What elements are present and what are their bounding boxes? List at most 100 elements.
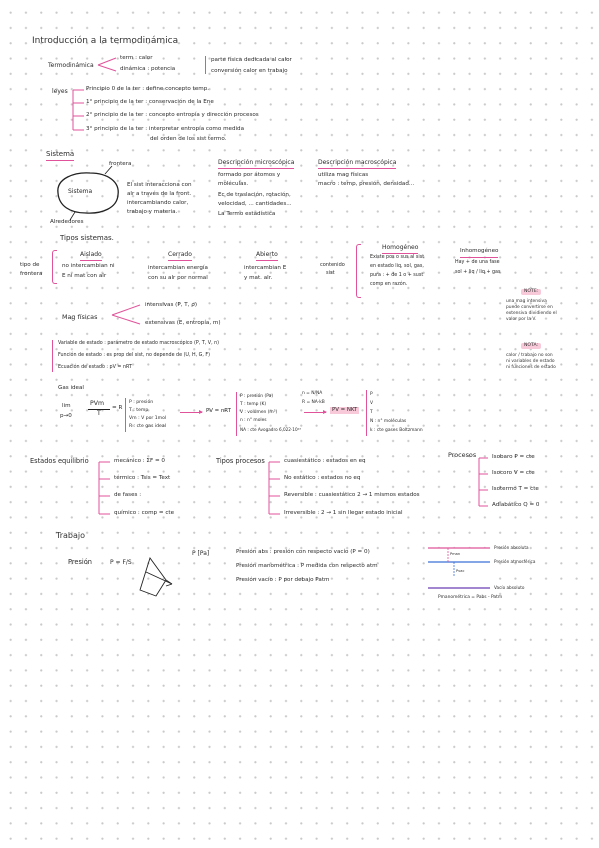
estado-bar [52,340,53,372]
micro-line-3: velocidad, ... cantidades... [218,201,292,207]
mag-intensivas: intensivas (P, T, ρ) [145,302,197,308]
termo-arrows [97,57,117,72]
gas-arrow-1 [180,410,203,414]
procesos-arrows [268,461,280,515]
ley-2: 2° principio de la ter : concepto entrop… [86,112,259,118]
abierto-l2: y mat. alr. [244,275,273,281]
tipos-bracket [52,250,57,284]
termo-top: term : calor [120,55,153,61]
gas-eq2: PV = NKT [330,407,360,414]
homogeneo-line-1: en estado liq, sol, gas, [370,264,424,269]
macro-heading: Descripción macroscópica [318,158,397,169]
proceso-1: No estático : estados no eq [284,475,361,481]
pressure-diagram [428,547,490,598]
presion-formula: P = F/S [110,559,132,566]
ley-3: 3° principio de la ter : interpretar ent… [86,126,245,132]
presion-plate-diagram [139,557,173,597]
sistema-desc-2: intercambiando calor, [127,200,189,206]
ley-1: 1° principio de la ter : conservación de… [86,99,214,105]
macro-line-0: utiliza mag físicas [318,172,369,178]
cerrado-l2: con su alr por normal [148,275,208,281]
gas-var2-4: NA : cte Avogadro 6,022·10²³ [240,427,301,432]
aislado-l2: E ni mat con alr [62,273,107,279]
procesos2-3: Adiabático Q = 0 [492,502,540,508]
gas-var3-4: k : cte gases Boltzmann [370,428,423,433]
gas-var2-3: n : n° moles [240,418,267,423]
gas-var3-0: P [370,392,373,397]
gas-var1-1: T : temp [129,408,149,413]
micro-line-2: Ec de traslación, rotación, [218,192,291,198]
proceso-0: cuasiestático : estados en eq [284,458,366,464]
proceso-2: Reversible : cuasiestático 2 → 1 mismos … [284,492,420,498]
contenido-0: contenido [320,262,345,268]
estado-0: Variable de estado : parámetro de estado… [58,341,220,346]
contenido-bracket [356,244,361,298]
micro-line-4: La Termo estadística [218,211,276,217]
equilibrio-1: térmico : Tsis = Text [114,475,171,481]
cerrado-l1: intercambian energía [148,265,208,271]
estado-1: Función de estado : es prop del sist, no… [58,353,211,358]
homogeneo-line-3: comp en razón. [370,282,408,287]
procesos2-2: Isotermo T = cte [492,486,539,492]
macro-line-1: macro : temp, presión, densidad... [318,181,415,187]
gas-lim: lim [62,403,71,409]
pressure-atm-label: Presión atmosférica [494,559,536,564]
gas-frac-line [88,409,110,410]
tipos-side-1: frontera [20,271,43,277]
note-tag-0: NOTE: [521,289,542,295]
equilibrio-0: mecánico : ΣF = 0 [114,458,165,464]
page-title: Introducción a la termodinámica [32,36,179,46]
procesos2-0: Isobaro P = cte [492,454,535,460]
pressure-vac-label: Vacío absoluto [494,585,525,590]
abierto-l1: intercambian E [244,265,287,271]
gas-bar-2 [236,392,237,436]
leyes-arrows [72,89,84,131]
gas-mid-bottom: R = NA·kB [302,400,325,405]
gas-var2-0: P : presión (Pa) [240,394,274,399]
homogeneo-title: Homogéneo [382,243,419,254]
pressure-pvac-label: Pvac [456,569,465,573]
termo-label: Termodinámica [48,62,94,69]
proceso-3: Irreversible : 2 → 1 sin llegar estado i… [284,510,403,516]
gas-eq-r: = R [112,405,123,411]
gas-var1-0: P : presión [129,400,154,405]
inhomogeneo-title: Inhomogéneo [460,247,499,258]
tipos-heading: Tipos sistemas. [60,234,114,242]
homogeneo-line-0: Existe pos o sus al sist [370,255,425,260]
tipos-side-0: tipo de [20,262,40,268]
gas-var3-2: T [370,410,373,415]
equilibrio-label: Estados equilibrio [30,457,89,465]
note-text-0: una mag intensiva puede convertirse en e… [506,299,557,322]
note-tag-1: NOTA: [521,343,542,349]
gas-var1-3: R : cte gas ideal [129,424,166,429]
presion-def-2: Presión vacío : P por debajo Patm [236,577,330,583]
contenido-1: sist [326,270,335,276]
gas-var2-1: T : temp (K) [240,402,267,407]
aislado-l1: no intercambian ni [62,263,115,269]
gas-var3-3: N : n° moléculas [370,419,407,424]
sistema-circle-label: Sistema [68,188,93,195]
presion-label: Presión [68,558,92,566]
presion-unit: P [Pa] [192,550,210,557]
presion-def-0: Presión abs : presión con respecto vacío… [236,549,370,555]
trabajo-heading: Trabajo [56,531,85,540]
abierto-title: Abierto [256,250,278,261]
gas-bar-1 [125,398,126,432]
mag-arrows [111,304,141,325]
gas-frac-num: PVm [90,400,104,407]
gas-label: Gas ideal [58,385,84,391]
procesos2-arrows [478,457,488,507]
mag-extensivas: extensivas (E, entropía, m) [145,320,221,326]
procesos2-1: Isocoro V = cte [492,470,535,476]
sistema-desc-3: trabajo y materia. [127,209,178,215]
gas-var2-2: V : volumen (m³) [240,410,278,415]
sistema-heading: Sistema [46,150,75,161]
frontera-label: frontera [109,161,132,167]
leyes-label: leyes [52,88,68,95]
equilibrio-3: químico : comp = cte [114,510,175,516]
gas-lim-sub: p→0 [60,413,72,419]
aislado-title: Aislado [80,250,102,261]
sistema-diagram [57,165,119,221]
pressure-abs-label: Presión absoluta [494,545,529,550]
gas-arrow-2 [304,410,327,414]
